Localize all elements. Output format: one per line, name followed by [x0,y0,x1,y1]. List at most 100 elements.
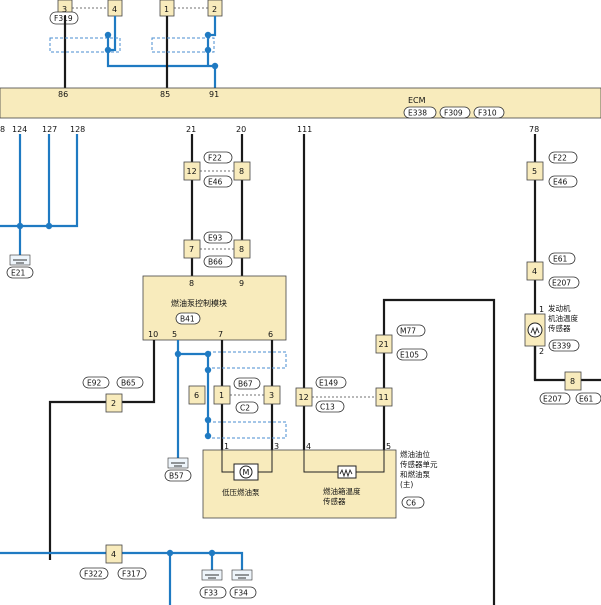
code-f322: F322 [84,570,103,579]
ecm-pin-127: 127 [42,125,57,134]
code-e207-b: E207 [543,395,562,404]
oil-sensor-code: E339 [552,342,571,351]
ground-b57: B57 [164,457,192,482]
ecm-pin-128: 128 [70,125,85,134]
ecm-code-e338: E338 [408,109,427,118]
ecm-label: ECM [408,96,426,105]
connector-8-b-label: 8 [239,245,244,254]
oil-sensor-pin-2: 2 [539,347,544,356]
unit-pin-3: 3 [274,442,279,451]
unit-pin-4: 4 [306,442,311,451]
connector-4-label: 4 [532,267,537,276]
code-e46-b: E46 [553,178,568,187]
module-pin-9: 9 [239,279,244,288]
ecm-pin-111: 111 [297,125,312,134]
code-b65: B65 [121,379,136,388]
motor-symbol: M [243,468,250,477]
code-c2: C2 [240,404,250,413]
ecm-pin-86: 86 [58,90,68,99]
temp-sensor-label-1: 燃油箱温度 [323,486,361,496]
code-m77: M77 [400,327,416,336]
ecm-pin-8: 8 [0,125,5,134]
code-f317: F317 [122,570,141,579]
code-b67: B67 [238,380,253,389]
connector-7-label: 7 [189,245,194,254]
unit-pin-1: 1 [224,442,229,451]
ecm-block [0,87,601,119]
top-connector-2-label: 2 [212,5,217,14]
code-f22-b: F22 [553,154,567,163]
ecm-pin-85: 85 [160,90,170,99]
unit-title-3: 和燃油泵 [400,469,430,479]
oil-sensor-pin-1: 1 [539,305,544,314]
connector-5-label: 5 [532,167,537,176]
ground-f33: F33 [199,569,227,599]
oil-sensor-label-1: 发动机 [548,303,571,313]
top-connector-4-label: 4 [112,5,117,14]
module-pin-7: 7 [218,330,223,339]
connector-11 [375,387,393,407]
top-connector-3-label: 3 [62,5,67,14]
oil-sensor-label-2: 机油温度 [548,313,578,323]
code-e46-a: E46 [208,178,223,187]
module-pin-10: 10 [148,330,158,339]
code-c13: C13 [320,403,335,412]
code-e61-b: E61 [579,395,594,404]
connector-8-c [564,371,582,391]
code-e105: E105 [400,351,419,360]
ground-f34-label: F34 [234,589,248,598]
fuel-level-sensor-unit: 1 3 4 5 M 低压燃油泵 燃油箱温度 传感器 [202,442,397,519]
connector-8-c-label: 8 [570,377,575,386]
code-f22-a: F22 [208,154,222,163]
code-e61: E61 [553,255,568,264]
connector-3-label: 3 [269,391,274,400]
oil-temp-sensor-icon [527,322,543,338]
connector-8-a-label: 8 [239,167,244,176]
ecm-pin-91: 91 [209,90,219,99]
unit-title-1: 燃油油位 [400,449,430,459]
oil-sensor-label-3: 传感器 [548,323,571,333]
unit-title-4: (主) [400,479,413,489]
connector-11-label: 11 [379,393,389,402]
ground-e21: E21 [6,254,34,279]
code-f319-label: F319 [54,14,73,23]
fuel-pump-motor-icon [233,463,259,481]
ground-e21-label: E21 [11,269,26,278]
ground-f34: F34 [229,569,257,599]
connector-4-b-label: 4 [111,550,116,559]
connector-12-a-label: 12 [187,167,197,176]
top-connector-1-label: 1 [164,5,169,14]
ecm-pin-78: 78 [529,125,539,134]
module-pin-6: 6 [268,330,273,339]
unit-title-2: 传感器单元 [400,459,438,469]
ground-f33-label: F33 [204,589,218,598]
code-e207: E207 [552,279,571,288]
ecm-pin-21: 21 [186,125,196,134]
code-e92: E92 [87,379,102,388]
connector-12-b-label: 12 [299,393,309,402]
connector-6 [188,385,206,405]
connector-1-label: 1 [219,391,224,400]
connector-5 [526,161,544,181]
connector-21-label: 21 [379,340,389,349]
unit-code-c6: C6 [406,499,416,508]
top-connector-group: 3 4 1 2 F319 [49,0,223,25]
connector-6-label: 6 [194,391,199,400]
engine-oil-temp-sensor: 1 2 发动机 机油温度 传感器 E339 [524,303,580,356]
temp-sensor-label-2: 传感器 [323,496,346,506]
connector-4 [526,261,544,281]
unit-pin-5: 5 [386,442,391,451]
ecm-code-f309: F309 [444,109,463,118]
module-pin-8: 8 [189,279,194,288]
module-code-b41: B41 [180,315,195,324]
ecm-pin-124: 124 [12,125,27,134]
connector-2 [105,393,123,413]
code-b66: B66 [208,258,223,267]
ecm-code-f310: F310 [478,109,497,118]
code-e149: E149 [319,379,338,388]
connector-4-b [105,544,123,564]
connector-2-label: 2 [111,399,116,408]
ground-b57-label: B57 [169,472,184,481]
module-name: 燃油泵控制模块 [171,298,227,308]
